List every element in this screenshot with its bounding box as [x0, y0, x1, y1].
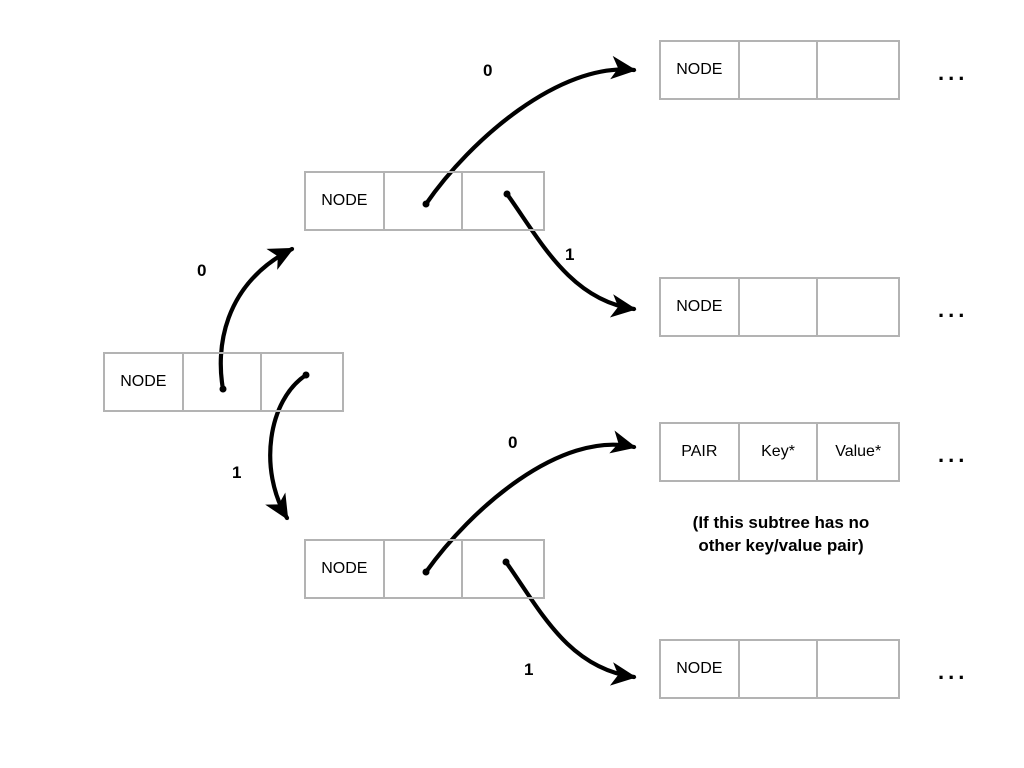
edge-label-lower-one: 1: [524, 660, 534, 679]
root-node-cell-type: NODE: [105, 354, 184, 410]
leaf-bottom-cell-child0: [740, 641, 819, 697]
subtree-caption: (If this subtree has no other key/value …: [653, 512, 909, 558]
upper-child-node-struct[interactable]: NODE: [304, 171, 545, 231]
leaf-node-struct-second[interactable]: NODE: [659, 277, 900, 337]
edge-label-root-one: 1: [232, 463, 242, 482]
leaf-node-struct-bottom[interactable]: NODE: [659, 639, 900, 699]
upper-node-cell-child0: [385, 173, 464, 229]
root-node-cell-child0: [184, 354, 263, 410]
leaf-node-struct-top[interactable]: NODE: [659, 40, 900, 100]
pair-cell-value: Value*: [835, 443, 882, 460]
pair-cell-key: Key*: [740, 424, 819, 480]
lower-node-cell-type: NODE: [306, 541, 385, 597]
ellipsis-leaf-top: ...: [938, 60, 969, 85]
pair-cell-type: PAIR: [661, 424, 740, 480]
leaf-top-cell-child0: [740, 42, 819, 98]
ellipsis-leaf-bottom: ...: [938, 659, 969, 684]
leaf-bottom-cell-child1: [818, 641, 898, 697]
leaf-second-cell-type: NODE: [661, 279, 740, 335]
lower-child-node-struct[interactable]: NODE: [304, 539, 545, 599]
root-node-cell-child1: [262, 354, 342, 410]
edge-label-upper-zero: 0: [483, 61, 493, 80]
edge-label-lower-zero: 0: [508, 433, 518, 452]
leaf-pair-struct[interactable]: PAIR Key* Value*: [659, 422, 900, 482]
leaf-second-cell-child0: [740, 279, 819, 335]
edge-label-upper-one: 1: [565, 245, 575, 264]
leaf-second-cell-child1: [818, 279, 898, 335]
leaf-bottom-cell-type: NODE: [661, 641, 740, 697]
subtree-caption-line1: (If this subtree has no: [692, 513, 870, 532]
edge-label-root-zero: 0: [197, 261, 207, 280]
leaf-top-cell-child1: [818, 42, 898, 98]
root-node-struct[interactable]: NODE: [103, 352, 344, 412]
upper-node-cell-type: NODE: [306, 173, 385, 229]
upper-node-cell-child1: [463, 173, 543, 229]
lower-node-cell-child0: [385, 541, 464, 597]
ellipsis-leaf-pair: ...: [938, 442, 969, 467]
ellipsis-leaf-second: ...: [938, 297, 969, 322]
lower-node-cell-child1: [463, 541, 543, 597]
subtree-caption-line2: other key/value pair): [698, 535, 864, 555]
leaf-top-cell-type: NODE: [661, 42, 740, 98]
